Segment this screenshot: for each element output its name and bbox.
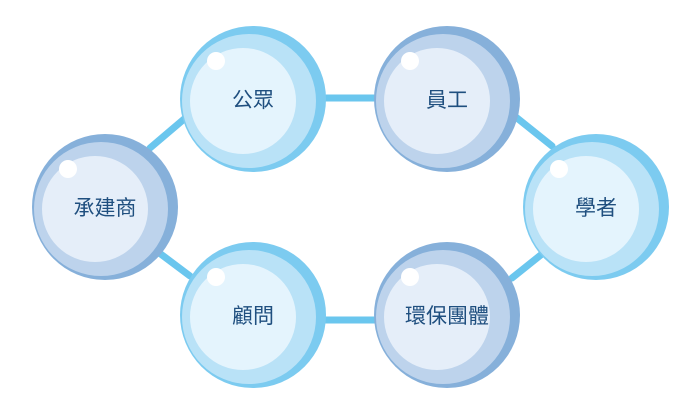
bubble-consultants: 顧問 (180, 242, 326, 388)
bubble-environmental-groups: 環保團體 (374, 242, 520, 388)
bubble-label: 員工 (426, 88, 468, 112)
connector-staff-scholars (508, 110, 556, 150)
bubble-inner (190, 264, 296, 370)
bubble-staff: 員工 (374, 26, 520, 172)
bubble-highlight (401, 268, 419, 286)
bubble-label: 環保團體 (405, 304, 489, 328)
bubble-highlight (207, 52, 225, 70)
bubble-highlight (207, 268, 225, 286)
bubble-label: 公眾 (232, 88, 274, 112)
bubble-contractors: 承建商 (32, 134, 178, 280)
bubble-inner (384, 48, 490, 154)
bubble-label: 承建商 (74, 196, 137, 220)
bubble-label: 學者 (575, 196, 617, 220)
bubble-inner (384, 264, 490, 370)
bubble-highlight (401, 52, 419, 70)
bubble-label: 顧問 (232, 304, 274, 328)
bubble-highlight (59, 160, 77, 178)
bubble-inner (42, 156, 148, 262)
bubble-inner (190, 48, 296, 154)
bubble-scholars: 學者 (523, 134, 669, 280)
bubble-highlight (550, 160, 568, 178)
bubble-public: 公眾 (180, 26, 326, 172)
bubble-inner (533, 156, 639, 262)
